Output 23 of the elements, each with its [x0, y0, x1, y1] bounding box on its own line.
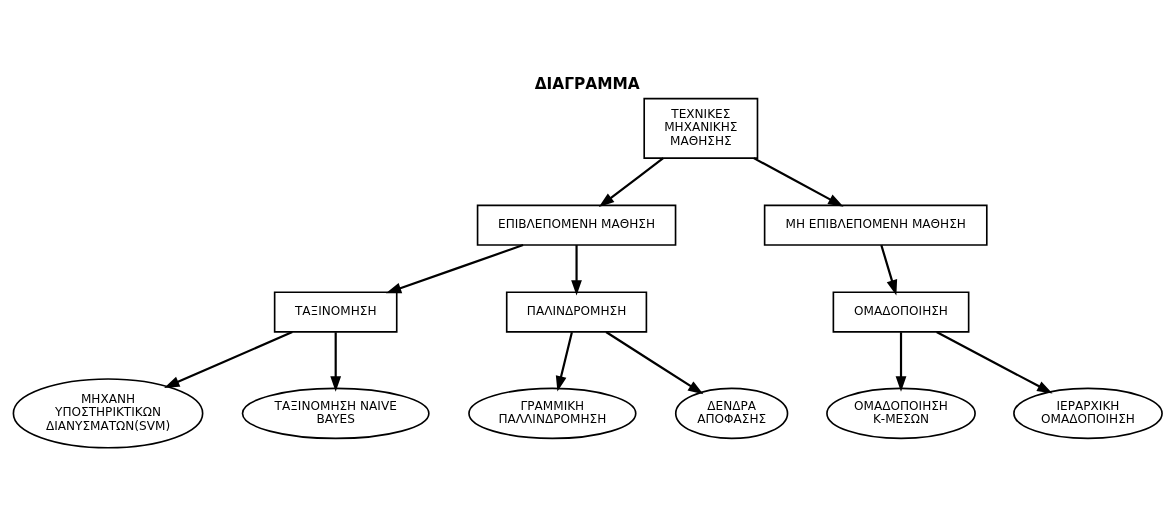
arrow	[164, 331, 293, 388]
arrow	[385, 244, 524, 294]
node-box: ΜΗ ΕΠΙΒΛΕΠΟΜΕΝΗ ΜΑΘΗΣΗ	[763, 204, 988, 246]
node-box: ΤΑΞΙΝΟΜΗΣΗ	[273, 291, 398, 333]
node-ellipse: ΓΡΑΜΜΙΚΗ ΠΑΛΛΙΝΔΡΟΜΗΣΗ	[468, 387, 637, 440]
node-box: ΟΜΑΔΟΠΟΙΗΣΗ	[832, 291, 970, 333]
arrow	[605, 331, 704, 395]
node-box: ΠΑΛΙΝΔΡΟΜΗΣΗ	[505, 291, 648, 333]
arrow	[571, 245, 582, 296]
arrow	[598, 157, 664, 208]
node-ellipse: ΟΜΑΔΟΠΟΙΗΣΗ Κ-ΜΕΣΩΝ	[826, 387, 976, 440]
node-ellipse: ΤΑΞΙΝΟΜΗΣΗ NAIVE BAYES	[241, 387, 430, 440]
arrow	[895, 332, 907, 392]
node-ellipse: ΔΕΝΔΡΑ ΑΠΟΦΑΣΗΣ	[674, 387, 789, 440]
arrow	[880, 244, 898, 296]
arrow	[936, 331, 1053, 394]
arrow	[753, 157, 844, 207]
node-box: ΤΕΧΝΙΚΕΣ ΜΗΧΑΝΙΚΗΣ ΜΑΘΗΣΗΣ	[643, 97, 759, 159]
node-box: ΕΠΙΒΛΕΠΟΜΕΝΗ ΜΑΘΗΣΗ	[476, 204, 677, 246]
node-ellipse: ΙΕΡΑΡΧΙΚΗ ΟΜΑΔΟΠΟΙΗΣΗ	[1013, 387, 1163, 440]
diagram-title: ΔΙΑΓΡΑΜΜΑ	[534, 75, 640, 94]
arrow	[555, 332, 573, 392]
arrow	[330, 332, 342, 392]
